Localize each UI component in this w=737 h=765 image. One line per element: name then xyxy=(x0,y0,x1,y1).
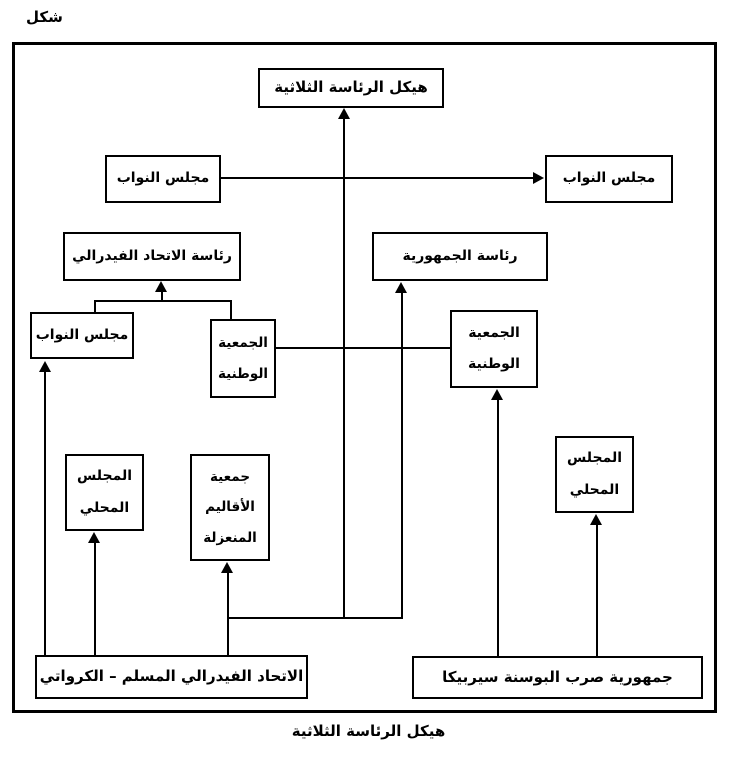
arrowhead-up-federal-presidency xyxy=(155,281,167,292)
node-label: جمعية xyxy=(209,468,251,485)
connector-council-to-council xyxy=(220,177,535,179)
node-council-of-representatives-upper-left: مجلس النواب xyxy=(105,155,221,203)
connector-elbow-left-drop xyxy=(94,300,96,313)
node-label: المحلي xyxy=(79,499,130,516)
node-label: مجلس النواب xyxy=(116,170,210,187)
node-label: المجلس xyxy=(76,468,133,484)
node-presidency-structure-title: هيكل الرئاسة الثلاثية xyxy=(258,68,444,108)
node-isolated-regions-assembly: جمعية الأقاليم المنعزلة xyxy=(190,454,270,561)
node-label: الأقاليم xyxy=(205,499,255,516)
diagram-caption: هيكل الرئاسة الثلاثية xyxy=(291,722,446,740)
figure-label: شكل xyxy=(26,8,63,26)
connector-union-to-local-council xyxy=(94,543,96,655)
connector-union-to-isolated-assembly xyxy=(227,573,229,655)
node-council-of-representatives-upper-right: مجلس النواب xyxy=(545,155,673,203)
node-label: الوطنية xyxy=(217,365,269,382)
connector-elbow-horizontal xyxy=(94,300,232,302)
diagram-frame xyxy=(12,42,717,713)
node-label: رئاسة الجمهورية xyxy=(402,247,518,264)
node-label: رئاسة الاتحاد الفيدرالي xyxy=(72,247,232,264)
node-label: المنعزلة xyxy=(203,529,257,546)
connector-srpska-to-assembly xyxy=(497,400,499,656)
connector-trunk-to-title xyxy=(343,119,345,618)
connector-union-to-council xyxy=(44,372,46,655)
node-council-of-representatives-mid: مجلس النواب xyxy=(30,312,134,359)
arrowhead-right-council xyxy=(533,172,544,184)
node-national-assembly-right: الجمعية الوطنية xyxy=(450,310,538,388)
node-republika-srpska-bosnia: جمهورية صرب البوسنة سيربيكا xyxy=(412,656,703,699)
node-local-council-right: المجلس المحلي xyxy=(555,436,634,513)
node-label: المجلس xyxy=(566,450,623,466)
node-label: الاتحاد الفيدرالي المسلم – الكرواتي xyxy=(39,667,304,686)
connector-elbow-right-drop xyxy=(230,300,232,320)
arrowhead-up-republic-presidency xyxy=(395,282,407,293)
node-label: الجمعية xyxy=(218,335,268,352)
node-national-assembly-center: الجمعية الوطنية xyxy=(210,319,276,398)
connector-trunk-to-republic-presidency xyxy=(401,292,403,618)
arrowhead-up-isolated-assembly xyxy=(221,562,233,573)
arrowhead-up-local-council-right xyxy=(590,514,602,525)
node-muslim-croat-federal-union: الاتحاد الفيدرالي المسلم – الكرواتي xyxy=(35,655,308,699)
node-federal-union-presidency: رئاسة الاتحاد الفيدرالي xyxy=(63,232,241,281)
arrowhead-up-title xyxy=(338,108,350,119)
node-label: الجمعية xyxy=(468,324,520,341)
node-label: مجلس النواب xyxy=(35,326,129,343)
node-label: الوطنية xyxy=(468,356,520,372)
connector-stem-federal-presidency xyxy=(161,291,163,301)
connector-bottom-branch xyxy=(227,617,403,619)
arrowhead-up-local-council-left xyxy=(88,532,100,543)
connector-srpska-to-local-council xyxy=(596,525,598,656)
arrowhead-up-council-mid xyxy=(39,361,51,372)
node-republic-presidency: رئاسة الجمهورية xyxy=(372,232,548,281)
node-label: جمهورية صرب البوسنة سيربيكا xyxy=(442,667,673,686)
node-label: هيكل الرئاسة الثلاثية xyxy=(274,78,428,97)
node-label: مجلس النواب xyxy=(562,170,656,187)
arrowhead-up-assembly-right xyxy=(491,389,503,400)
node-local-council-left: المجلس المحلي xyxy=(65,454,144,531)
node-label: المحلي xyxy=(569,481,620,498)
connector-assembly-to-assembly xyxy=(275,347,451,349)
